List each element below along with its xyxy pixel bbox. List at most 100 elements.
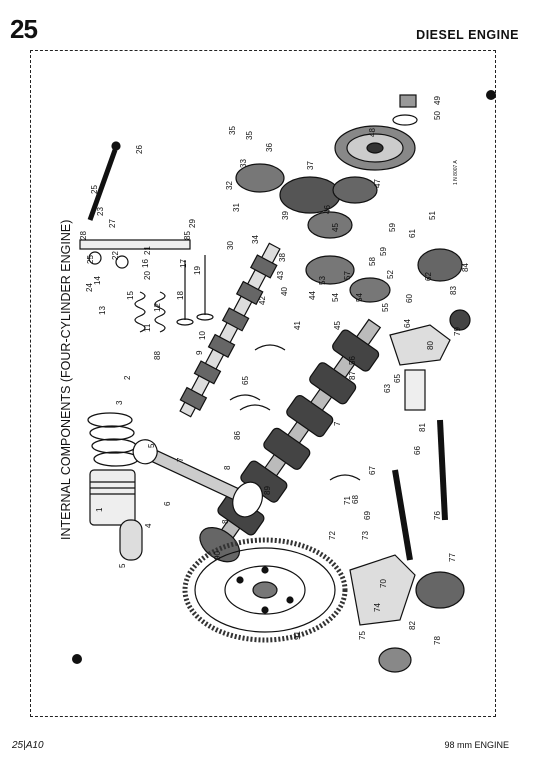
callout-81: 81 [418,423,427,432]
callout-86: 86 [233,431,242,440]
callout-57: 57 [343,271,352,280]
callout-19: 19 [193,266,202,275]
callout-20: 20 [143,271,152,280]
callout-66: 66 [413,446,422,455]
crankshaft-pulley [334,125,416,171]
callout-12: 12 [153,303,162,312]
camshaft [179,242,281,418]
callout-67: 67 [368,466,377,475]
callout-7: 7 [176,457,185,462]
callout-46: 46 [323,205,332,214]
valves [176,255,214,326]
callout-47: 47 [373,179,382,188]
callout-84: 84 [461,263,470,272]
callout-74: 74 [373,603,382,612]
callout-37: 37 [306,161,315,170]
callout-39: 39 [281,211,290,220]
callout-89: 89 [263,486,272,495]
callout-54: 54 [355,293,364,302]
callout-29: 29 [188,219,197,228]
timing-gears [235,163,471,331]
callout-28: 28 [79,231,88,240]
callout-64: 64 [403,319,412,328]
callout-1: 1 [95,507,104,512]
callout-14: 14 [93,276,102,285]
diagram-title: INTERNAL COMPONENTS (FOUR-CYLINDER ENGIN… [59,220,73,540]
small-parts-top [392,94,418,126]
callout-62: 62 [424,272,433,281]
callout-2: 2 [123,375,132,380]
callout-80: 80 [426,341,435,350]
piston-rings [87,412,139,467]
callout-59: 59 [379,247,388,256]
callout-44: 44 [308,291,317,300]
callout-75: 75 [358,631,367,640]
callout-5: 5 [147,443,156,448]
callout-63: 63 [383,384,392,393]
callout-87: 87 [348,371,357,380]
callout-11: 11 [143,323,152,332]
callout-45: 45 [333,321,342,330]
callout-91: 91 [293,631,302,640]
callout-6: 6 [163,501,172,506]
callout-71: 71 [343,496,352,505]
callout-18: 18 [176,291,185,300]
callout-68: 68 [351,495,360,504]
diagram-frame [30,50,496,717]
callout-85: 85 [183,231,192,240]
diagram-reference: 1 N 8007 A [453,160,459,185]
callout-23: 23 [96,207,105,216]
callout-32: 32 [225,181,234,190]
callout-24: 24 [85,283,94,292]
callout-61: 61 [408,229,417,238]
callout-26: 26 [135,145,144,154]
connecting-rod [132,439,263,518]
callout-56: 56 [348,356,357,365]
callout-4: 4 [144,523,153,528]
callout-72: 72 [328,531,337,540]
flywheel [182,537,348,643]
callout-41: 41 [293,321,302,330]
callout-55: 55 [381,303,390,312]
callout-34: 34 [251,235,260,244]
callout-5: 5 [118,563,127,568]
callout-8: 8 [221,519,230,524]
callout-59: 59 [388,223,397,232]
callout-51: 51 [428,211,437,220]
callout-88: 88 [153,351,162,360]
callout-76: 76 [433,511,442,520]
callout-9: 9 [195,350,204,355]
page-number: 25 [10,14,38,44]
bearing-shells [229,344,361,481]
callout-33: 33 [239,159,248,168]
callout-79: 79 [453,327,462,336]
callout-65: 65 [241,376,250,385]
callout-25: 25 [86,255,95,264]
callout-52: 52 [386,270,395,279]
callout-17: 17 [179,259,188,268]
callout-65: 65 [393,374,402,383]
callout-54: 54 [331,293,340,302]
oil-pump-bracket [389,324,451,411]
callout-21: 21 [143,246,152,255]
callout-35: 35 [228,126,237,135]
callout-36: 36 [265,143,274,152]
callout-78: 78 [433,636,442,645]
callout-69: 69 [363,511,372,520]
callout-60: 60 [405,294,414,303]
callout-27: 27 [108,219,117,228]
callout-40: 40 [280,287,289,296]
callout-70: 70 [379,579,388,588]
callout-38: 38 [278,253,287,262]
callout-15: 15 [126,291,135,300]
lower-pump-assembly [349,554,465,673]
callout-16: 16 [141,259,150,268]
callout-25: 25 [90,185,99,194]
callout-42: 42 [258,296,267,305]
callout-8: 8 [223,465,232,470]
callout-3: 3 [115,400,124,405]
callout-22: 22 [111,251,120,260]
callout-82: 82 [408,621,417,630]
